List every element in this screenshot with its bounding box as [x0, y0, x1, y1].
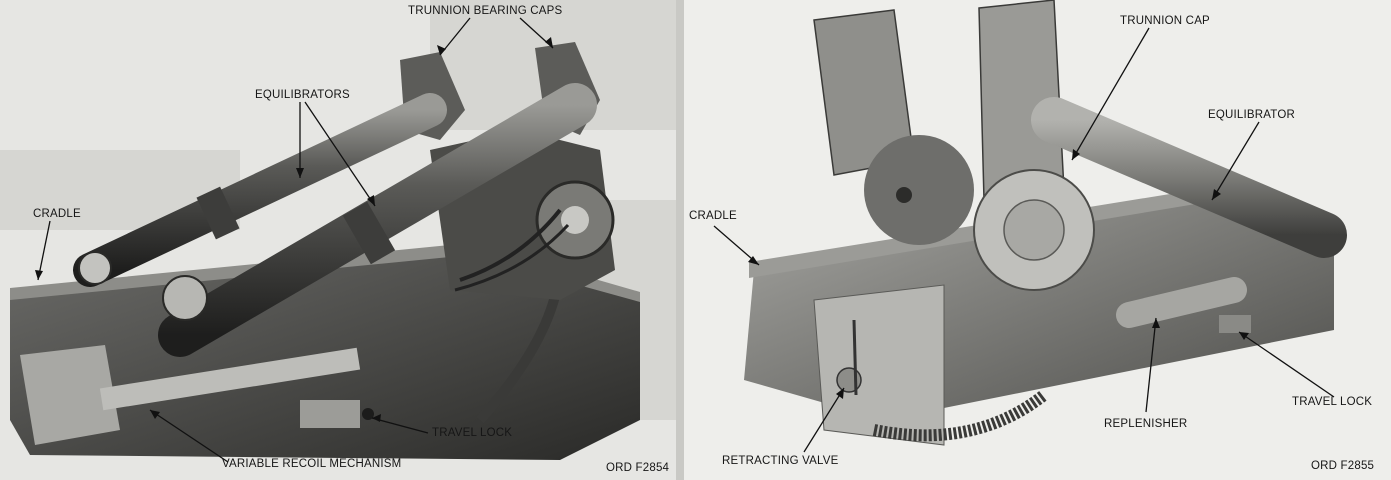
label-travel-lock-right: TRAVEL LOCK [1292, 396, 1373, 408]
left-cradle-illustration [0, 0, 676, 463]
recoil-mechanism-housing [20, 345, 120, 445]
right-cradle-illustration [713, 0, 1347, 453]
label-trunnion-cap: TRUNNION CAP [1120, 15, 1210, 27]
left-arrowheads [35, 37, 553, 422]
label-cradle-right: CRADLE [689, 210, 737, 222]
figure-ref-right: ORD F2855 [1311, 460, 1375, 472]
label-retracting-valve: RETRACTING VALVE [722, 455, 839, 467]
label-replenisher: REPLENISHER [1104, 418, 1188, 430]
right-arrowheads [748, 149, 1249, 399]
label-variable-recoil-mechanism: VARIABLE RECOIL MECHANISM [222, 458, 402, 470]
right-figure-panel: TRUNNION CAP EQUILIBRATOR CRADLE REPLENI… [684, 0, 1391, 480]
label-equilibrator: EQUILIBRATOR [1208, 109, 1295, 121]
rear-trunnion-wheel [864, 135, 974, 245]
label-trunnion-bearing-caps: TRUNNION BEARING CAPS [408, 5, 563, 17]
front-plate [813, 284, 945, 446]
replenisher-cylinder [1116, 277, 1247, 328]
equilibrator-pivot-front [162, 275, 208, 321]
equilibrator-tube [1031, 97, 1347, 258]
equilibrator-front-tube [158, 83, 597, 357]
equilibrator-rear-tube [73, 93, 447, 287]
label-cradle-left: CRADLE [33, 208, 81, 220]
label-equilibrators: EQUILIBRATORS [255, 89, 350, 101]
hydraulic-lines [459, 208, 562, 282]
recoil-rod [99, 347, 361, 411]
left-figure-panel: TRUNNION BEARING CAPS EQUILIBRATORS CRAD… [0, 0, 676, 480]
retracting-valve-device [836, 319, 862, 396]
equilibrator-pivot-rear [78, 251, 112, 285]
panel-divider [676, 0, 684, 480]
travel-lock-device [1219, 315, 1251, 333]
label-travel-lock-left: TRAVEL LOCK [432, 427, 513, 439]
figure-ref-left: ORD F2854 [606, 462, 670, 474]
travel-lock-device [300, 400, 374, 428]
